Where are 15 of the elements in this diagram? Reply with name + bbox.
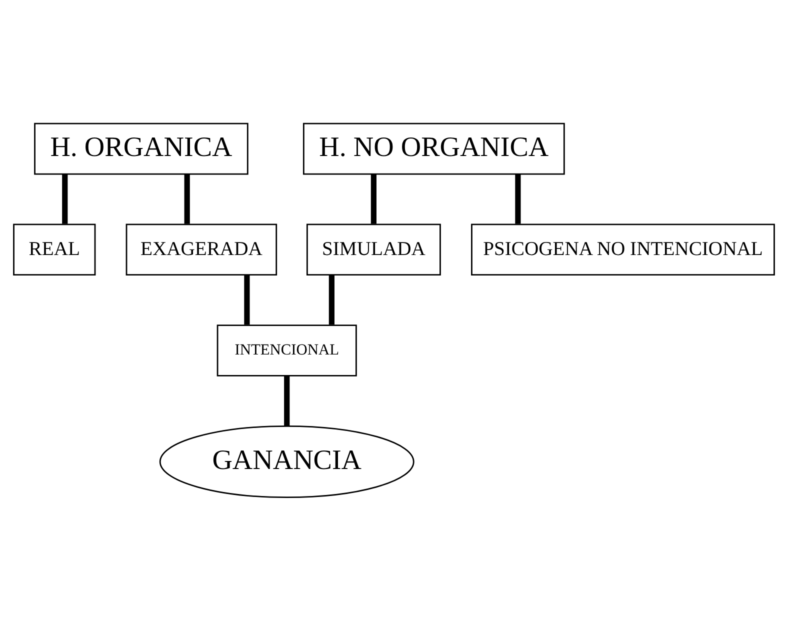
node-box: SIMULADA [306,223,441,276]
node-box: PSICOGENA NO INTENCIONAL [471,223,775,276]
node-ellipse: GANANCIA [159,424,414,498]
node-box: INTENCIONAL [216,324,357,376]
connector [370,174,376,224]
connector [284,375,290,426]
connector [515,174,521,224]
node-box: H. NO ORGANICA [302,122,565,174]
node-box: REAL [13,223,96,276]
connector [62,174,68,224]
connector [328,274,334,324]
connector [184,174,190,224]
connector [244,274,250,324]
node-box: EXAGERADA [126,223,278,276]
node-box: H. ORGANICA [34,122,248,174]
